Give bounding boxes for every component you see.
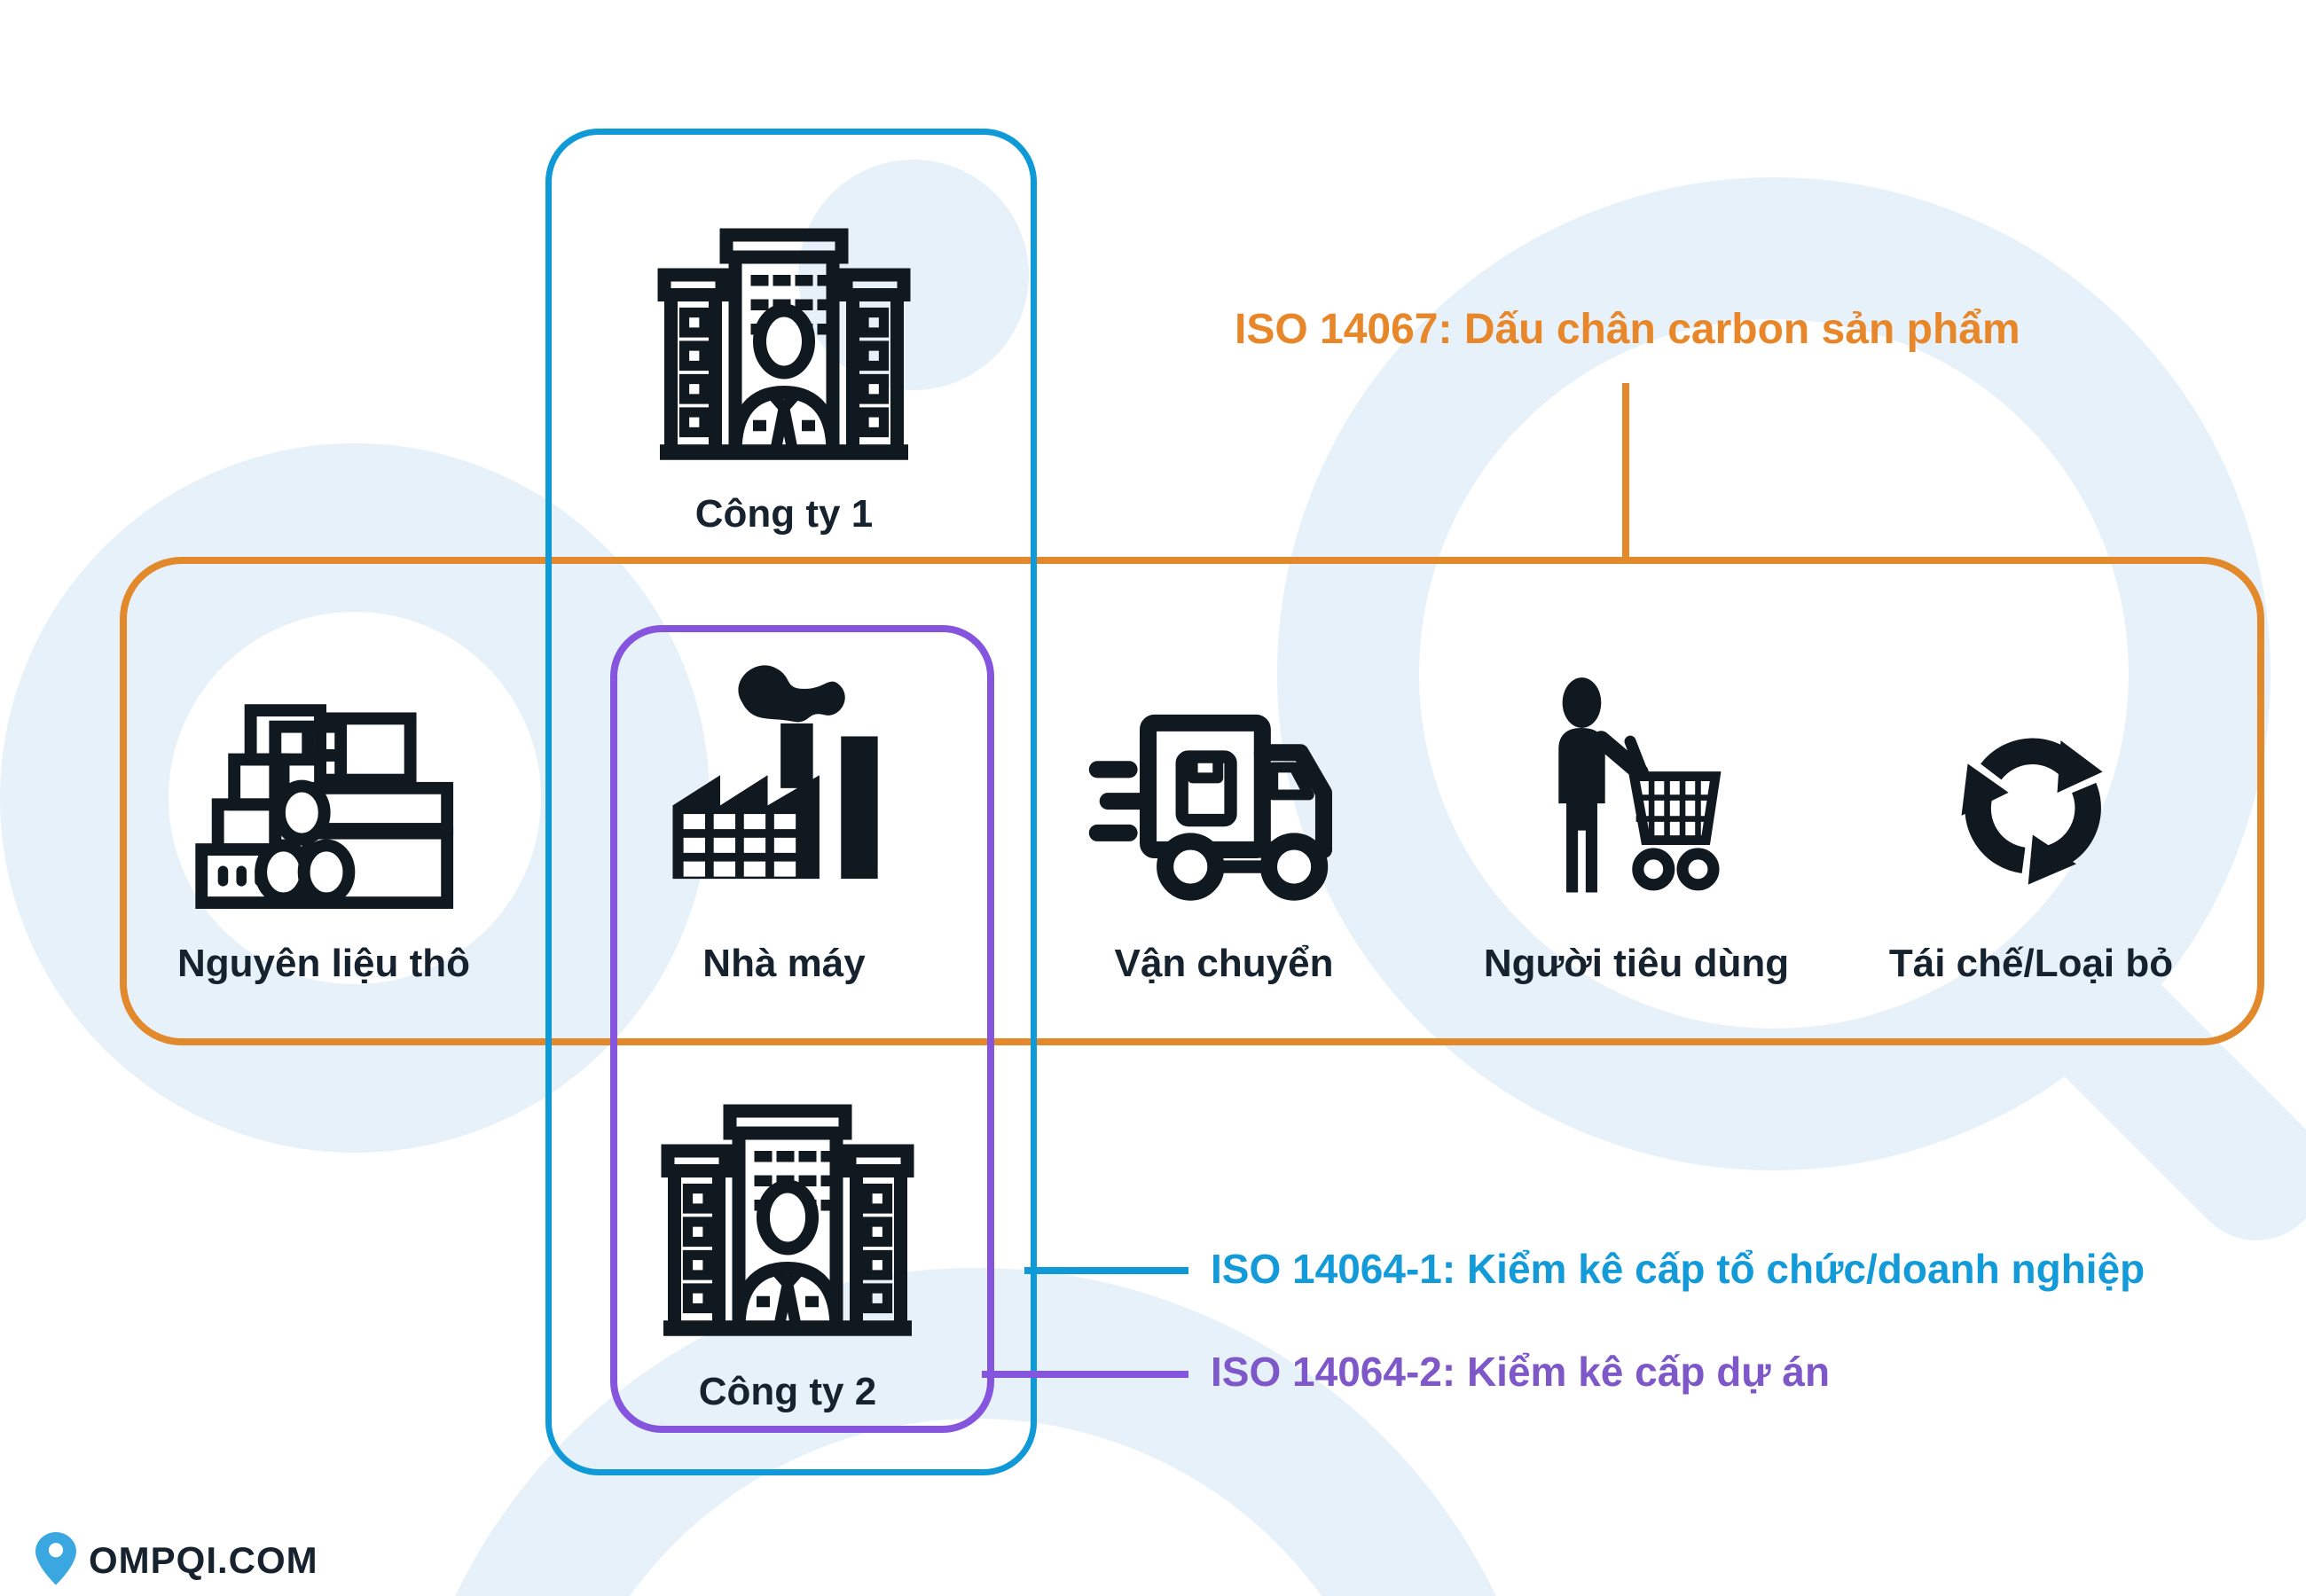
recycle-icon [1926,692,2139,901]
organization-scope-box [545,129,1037,1475]
node-label-factory: Nhà máy [702,942,866,985]
node-label-transport: Vận chuyển [1114,942,1334,985]
delivery-truck-icon [1085,692,1360,915]
iso14064-2-connector-line [982,1371,1188,1378]
node-label-consumer: Người tiêu dùng [1483,942,1790,985]
project-scope-box [610,625,994,1433]
iso14064-2-label: ISO 14064-2: Kiểm kê cấp dự án [1211,1349,1831,1395]
consumer-cart-icon [1524,674,1756,910]
node-label-recycle: Tái chế/Loại bỏ [1888,942,2174,985]
location-pin-icon [35,1532,76,1585]
product-lifecycle-scope-box [120,557,2264,1045]
node-label-company2: Công ty 2 [698,1370,877,1413]
node-label-company1: Công ty 1 [694,492,874,536]
site-logo-text: OMPQI.COM [89,1539,318,1581]
node-label-raw-materials: Nguyên liệu thô [177,942,470,985]
iso14064-1-connector-line [1024,1267,1188,1274]
iso14064-1-label: ISO 14064-1: Kiểm kê cấp tổ chức/doanh n… [1211,1246,2145,1292]
company-building-icon [655,1098,921,1364]
company-building-icon [651,222,917,488]
iso14067-connector-line [1622,383,1629,560]
factory-icon [655,654,914,913]
raw-materials-icon [193,687,459,918]
iso14067-label: ISO 14067: Dấu chân carbon sản phẩm [1235,306,2020,353]
